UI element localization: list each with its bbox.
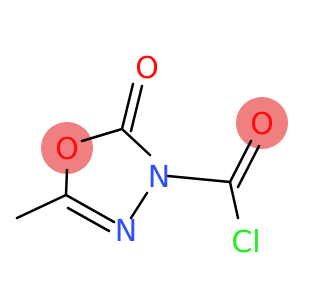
atom-n-ring-4: N [115,214,137,249]
atom-n-ring-3: N [148,160,170,195]
bond-c6-cl [228,180,240,220]
atom-o-carbonyl-ring: O [135,51,159,86]
atom-o-acyl: O [250,107,274,142]
bond-c2-n3 [120,127,152,157]
bond-c5-o1 [64,168,69,197]
bond-c6-o-b [236,144,261,189]
bond-n3-n4 [129,191,149,220]
bond-methyl [15,193,68,220]
bond-n3-c6 [166,174,232,184]
atom-cl: Cl [231,225,260,260]
bond-c2-o-b [129,84,144,133]
ring-oxygen-highlight [41,122,93,174]
bond-n4-c5-a [64,193,116,224]
bond-c6-o-a [228,139,253,184]
bonds [15,82,261,233]
atom-o-ring: O [55,132,79,167]
acyl-oxygen-highlight [236,97,288,149]
molecule-diagram: O O N N O Cl [15,51,288,260]
bond-o1-c2 [80,127,124,143]
bond-n4-c5-b [66,206,111,233]
bond-c2-o-a [120,82,135,131]
